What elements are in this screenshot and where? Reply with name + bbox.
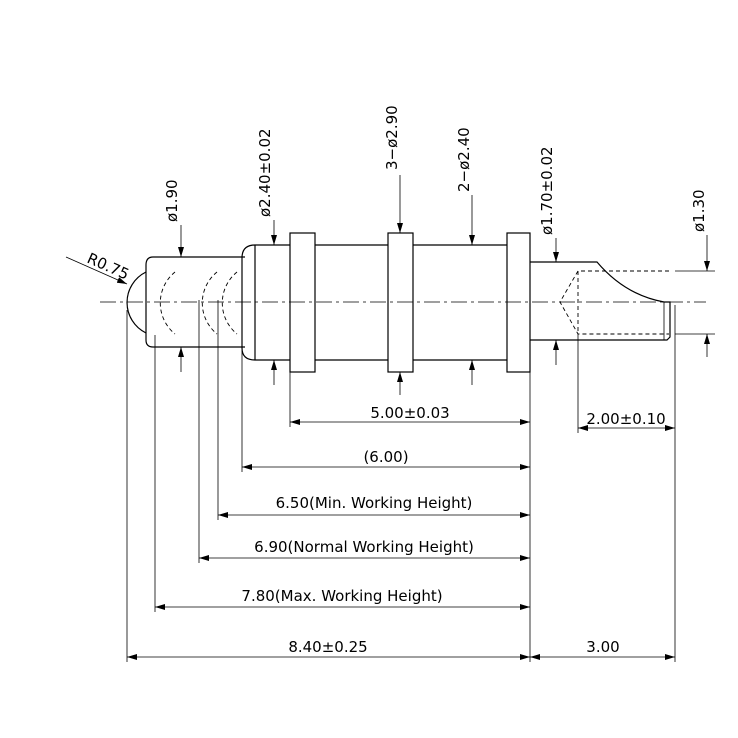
plunger xyxy=(126,256,245,348)
barrel-body-diameter-label: 2−ø2.40 xyxy=(455,127,473,192)
dimension-lines xyxy=(127,419,675,660)
radius-label: R0.75 xyxy=(84,249,131,283)
tail-length-label: 3.00 xyxy=(586,638,619,656)
tail-diameter-label: ø1.70±0.02 xyxy=(538,146,556,235)
tail xyxy=(530,261,671,341)
normal-height-label: 6.90(Normal Working Height) xyxy=(254,538,474,556)
hole-depth-label: 2.00±0.10 xyxy=(586,410,665,428)
barrel-diameter-label: ø2.40±0.02 xyxy=(256,128,274,217)
collar-diameter-label: 3−ø2.90 xyxy=(383,105,401,170)
collar xyxy=(289,232,316,373)
max-height-label: 7.80(Max. Working Height) xyxy=(241,587,442,605)
collar xyxy=(506,232,531,373)
collar-span-label: 5.00±0.03 xyxy=(370,404,449,422)
tail-tip-diameter-label: ø1.30 xyxy=(690,189,708,232)
total-length-label: 8.40±0.25 xyxy=(288,638,367,656)
plunger-diameter-label: ø1.90 xyxy=(163,179,181,222)
diameter-leaders xyxy=(65,175,710,395)
barrel xyxy=(241,232,531,373)
collar xyxy=(387,232,414,373)
extension-lines xyxy=(126,270,715,662)
barrel-length-label: (6.00) xyxy=(363,448,408,466)
min-height-label: 6.50(Min. Working Height) xyxy=(276,494,473,512)
